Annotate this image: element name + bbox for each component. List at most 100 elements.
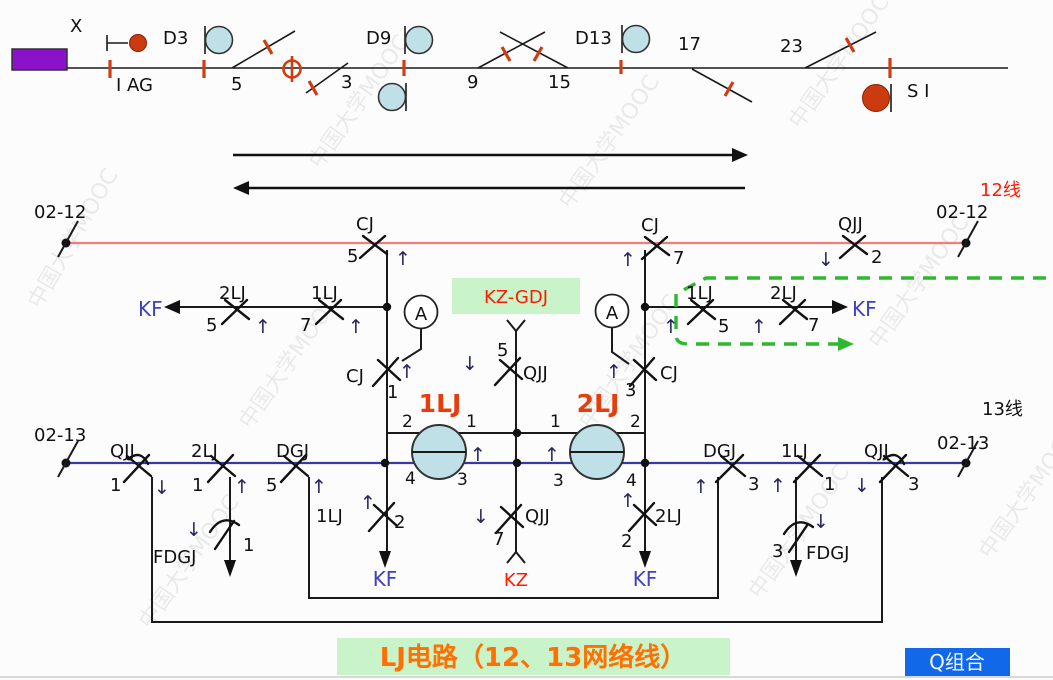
contact-num: 1 — [110, 475, 121, 496]
contact-arrow: ↑ — [770, 475, 786, 497]
kf-dest-label: KF — [373, 567, 398, 591]
signal-d3-head-icon — [204, 25, 234, 55]
track-layout: X I AG D3 5 3 D9 9 15 D13 17 23 S I — [11, 16, 1008, 112]
relay-1lj: 1LJ 2 1 ↑ 4 3 — [402, 389, 486, 490]
branch-fdgj-left: ↓ FDGJ — [153, 519, 202, 568]
contact-num: 3 — [625, 380, 636, 401]
plug-fork-bottom-icon — [506, 550, 526, 564]
watermark-text: 中国大学MOOC — [744, 461, 855, 604]
contact-2lj5: 2LJ 5 ↑ — [206, 283, 271, 338]
relay-name: 2LJ — [577, 389, 620, 418]
circuit-wires — [151, 250, 883, 623]
kf-left-arrow-icon — [164, 300, 180, 314]
contact-label: 1LJ — [316, 506, 343, 527]
contact-arrow: ↓ — [473, 506, 489, 528]
contact-label: 1LJ — [686, 283, 713, 304]
contact-num: 1 — [192, 475, 203, 496]
label-si: S I — [907, 81, 929, 102]
contact-num: 1 — [387, 382, 398, 403]
contact-2lj1: 2LJ 1 ↑ — [191, 441, 250, 498]
watermark-text: 中国大学MOOC — [784, 0, 895, 133]
ammeter-label: A — [415, 304, 428, 325]
contact-num: 7 — [673, 248, 684, 269]
contact-label: 2LJ — [655, 506, 682, 527]
ammeter-left: A — [403, 294, 439, 330]
signal-lower-head-icon — [377, 82, 407, 112]
contact-num: 2 — [871, 247, 882, 268]
contact-label: CJ — [356, 214, 374, 235]
down-arrow-icon — [639, 551, 651, 568]
arrow-left-icon — [233, 181, 249, 195]
label-sec5: 5 — [231, 74, 242, 95]
label-sec9: 9 — [467, 72, 478, 93]
contact-label: 2LJ — [770, 283, 797, 304]
contact-num: 5 — [266, 475, 277, 496]
signal-d9-head-icon — [404, 25, 434, 55]
terminal-02-12-right: 02-12 — [936, 202, 988, 258]
relay-terminal: 3 — [457, 470, 468, 490]
contact-arrow: ↓ — [854, 475, 870, 497]
contact-label: QJJ — [838, 214, 863, 235]
watermark-text: 中国大学MOOC — [864, 211, 975, 354]
contact-arrow: ↓ — [462, 353, 478, 375]
contact-arrow: ↑ — [395, 248, 411, 270]
contact-arrow: ↑ — [311, 476, 327, 498]
down-arrow-icon — [224, 560, 236, 577]
contact-arrow: ↑ — [348, 316, 364, 338]
direction-arrows — [233, 148, 748, 195]
fdgj-label: FDGJ — [806, 543, 849, 564]
kz-gdj-box: KZ-GDJ — [452, 278, 580, 314]
q-combination-box: Q组合 — [905, 648, 1010, 676]
contact-num: 2 — [621, 531, 632, 552]
track-lines — [40, 30, 1008, 103]
contact-1lj1: 1LJ ↑ 1 — [770, 441, 835, 497]
terminal-label: 02-13 — [34, 425, 86, 446]
contact-arrow: ↑ — [399, 361, 415, 383]
fdgj-arrow: ↓ — [813, 511, 829, 533]
contact-num: 7 — [493, 529, 504, 550]
watermark-text: 中国大学MOOC — [24, 165, 124, 313]
contact-num: 1 — [824, 474, 835, 495]
contact-arrow: ↑ — [255, 316, 271, 338]
kf-right-label: KF — [852, 297, 877, 321]
junction-dots — [380, 302, 650, 468]
contact-arrow: ↑ — [751, 316, 767, 338]
fdgj-label: FDGJ — [153, 547, 196, 568]
relay-name: 1LJ — [419, 389, 462, 418]
kf-left-label: KF — [138, 297, 163, 321]
kz-dest-label: KZ — [504, 570, 528, 591]
signal-si-head-icon — [862, 84, 890, 112]
contact-qjj1: QJJ 1 ↓ — [110, 441, 170, 499]
route-dashed-path — [674, 276, 1046, 351]
contact-label: CJ — [641, 215, 659, 236]
kf-dest-label: KF — [633, 567, 658, 591]
derailer-icon — [282, 56, 302, 82]
contact-num: 5 — [347, 246, 358, 267]
down-arrow-icon — [790, 560, 802, 577]
contact-arrow: ↓ — [154, 477, 170, 499]
contact-cj3: ↑ 3 CJ — [606, 356, 678, 401]
title-box: LJ电路（12、13网络线） — [337, 638, 730, 675]
contact-label: CJ — [660, 363, 678, 384]
kf-right-branch: KF 1LJ ↑ 5 2LJ ↑ 7 — [663, 283, 877, 338]
contact-label: 2LJ — [219, 283, 246, 304]
contact-label: CJ — [346, 366, 364, 387]
terminal-label: 02-12 — [936, 202, 988, 223]
contact-arrow: ↑ — [606, 361, 622, 383]
relay-terminal: 1 — [550, 412, 561, 432]
contact-cj1: CJ 1 ↑ — [346, 356, 415, 403]
contact-num: 5 — [497, 340, 508, 361]
contact-cj7: CJ ↑ 7 — [620, 215, 684, 271]
fdgj-arrow: ↓ — [186, 519, 202, 541]
contact-label: DGJ — [703, 441, 736, 462]
watermark-text: 中国大学MOOC — [554, 71, 665, 214]
kf-left-branch: KF 2LJ 5 ↑ 1LJ 7 ↑ — [138, 283, 364, 338]
line12-name: 12线 — [980, 180, 1021, 201]
contact-label: DGJ — [276, 441, 309, 462]
contact-dgj3: DGJ ↑ 3 — [693, 441, 759, 498]
label-d9: D9 — [366, 28, 391, 49]
relay-terminal: 3 — [553, 471, 564, 491]
contact-arrow: ↑ — [360, 492, 376, 514]
